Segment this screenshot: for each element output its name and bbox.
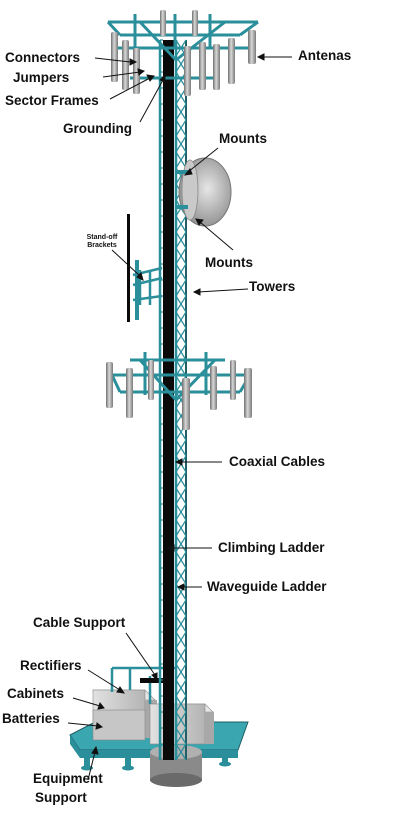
label-connectors: Connectors	[5, 50, 81, 65]
standoff-brackets	[127, 214, 163, 322]
lattice-brace	[175, 727, 187, 745]
lattice-brace	[175, 119, 187, 137]
label-sector-frames: Sector Frames	[5, 93, 99, 108]
top-antenna-array	[106, 10, 259, 96]
lattice-brace	[175, 599, 187, 617]
lattice-brace	[175, 615, 187, 633]
lattice-brace	[175, 567, 187, 585]
label-standoff-brackets: Stand-off Brackets	[80, 234, 124, 250]
lattice-brace	[175, 679, 187, 697]
lattice-brace	[175, 519, 187, 537]
label-antenas: Antenas	[298, 48, 352, 63]
lattice-brace	[175, 311, 187, 329]
label-waveguide-ladder: Waveguide Ladder	[207, 579, 327, 594]
label-coaxial-cables: Coaxial Cables	[229, 454, 326, 469]
lattice-brace	[175, 359, 187, 377]
label-mounts-top: Mounts	[219, 131, 267, 146]
lattice-brace	[175, 103, 187, 121]
label-batteries: Batteries	[2, 711, 60, 726]
lattice-brace	[175, 279, 187, 297]
label-equipment-line2: Support	[35, 790, 87, 805]
lattice-brace	[175, 215, 187, 233]
label-grounding: Grounding	[63, 121, 132, 136]
antenna-panels-top	[111, 10, 256, 96]
label-cabinets: Cabinets	[7, 686, 65, 701]
leader-arrows	[67, 53, 292, 781]
lattice-brace	[175, 535, 187, 553]
label-jumpers: Jumpers	[13, 70, 70, 85]
label-mounts-bottom: Mounts	[205, 255, 253, 270]
microwave-dish	[176, 157, 232, 227]
lattice-brace	[175, 663, 187, 681]
lattice-brace	[175, 247, 187, 265]
label-standoff-line2: Brackets	[87, 242, 117, 249]
lattice-brace	[175, 295, 187, 313]
equipment-cabinets	[92, 689, 214, 745]
label-equipment-line1: Equipment	[33, 771, 103, 786]
lattice-brace	[175, 439, 187, 457]
cable-support-cables	[140, 678, 172, 683]
lattice-brace	[175, 743, 187, 761]
lattice-brace	[175, 263, 187, 281]
lattice-brace	[175, 151, 187, 169]
lattice-brace	[175, 487, 187, 505]
lattice-brace	[175, 471, 187, 489]
lattice-brace	[175, 135, 187, 153]
lattice-brace	[175, 695, 187, 713]
lattice-brace	[175, 343, 187, 361]
tower-mast	[158, 39, 187, 761]
lattice-brace	[175, 711, 187, 729]
label-cable-support: Cable Support	[33, 615, 126, 630]
lattice-brace	[175, 231, 187, 249]
label-standoff-line1: Stand-off	[86, 234, 118, 241]
lattice-brace	[175, 631, 187, 649]
label-climbing-ladder: Climbing Ladder	[218, 540, 325, 555]
lattice-brace	[175, 551, 187, 569]
lattice-brace	[175, 503, 187, 521]
lower-antenna-array	[106, 352, 252, 430]
antenna-panels-lower	[106, 360, 252, 430]
label-towers: Towers	[249, 279, 296, 294]
lattice-brace	[175, 327, 187, 345]
label-rectifiers: Rectifiers	[20, 658, 82, 673]
lattice-brace	[175, 647, 187, 665]
